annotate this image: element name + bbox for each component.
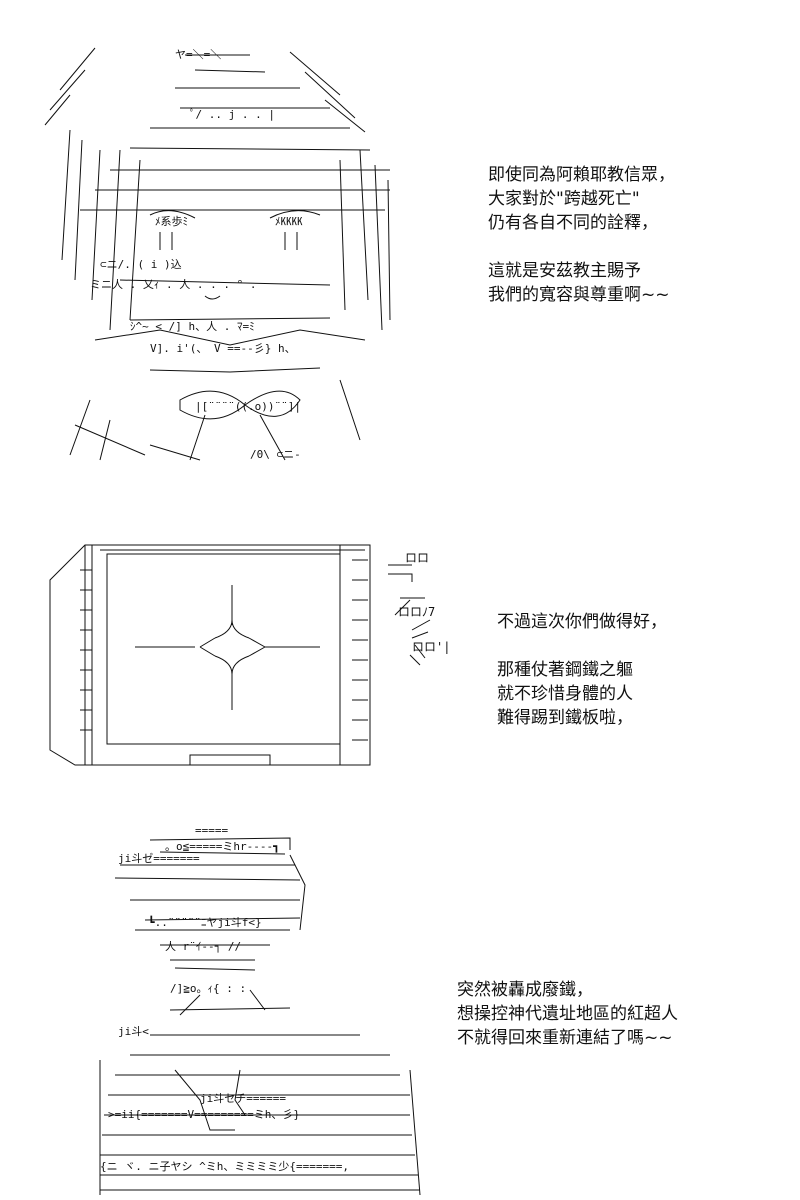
svg-text:/]≧o。ｨ{ : :: /]≧o。ｨ{ : : xyxy=(170,982,246,995)
svg-text:ロロﾉ7: ロロﾉ7 xyxy=(398,605,435,619)
ascii-art-character-hat-bow: ヤ=＼=＼ ﾟ/ .. j . . | ﾒ系歩ﾐ ﾒ㏍㏍ ⊂ニ/. ( i )込… xyxy=(0,0,420,461)
svg-text:{ニ ヾ. ニ子ヤシ ^ミh、ミミミミ少{=======,: {ニ ヾ. ニ子ヤシ ^ミh、ミミミミ少{=======, xyxy=(100,1160,349,1173)
panel-2: ロロ ロロﾉ7 ロロ'| 不過這次你們做得好， 那種仗著鋼鐵之軀 就不珍惜身體的… xyxy=(0,520,800,790)
dialogue-line: 即使同為阿賴耶教信眾， xyxy=(488,165,675,185)
svg-text:。o≦=====ミhr----┓: 。o≦=====ミhr----┓ xyxy=(165,840,280,853)
panel-1: ヤ=＼=＼ ﾟ/ .. j . . | ﾒ系歩ﾐ ﾒ㏍㏍ ⊂ニ/. ( i )込… xyxy=(0,0,800,500)
dialogue-line: 我們的寬容與尊重啊~~ xyxy=(488,285,670,305)
dialogue-line: 那種仗著鋼鐵之軀 xyxy=(497,660,633,680)
dialogue-panel-1: 即使同為阿賴耶教信眾， 大家對於"跨越死亡" 仍有各自不同的詮釋， 這就是安茲教… xyxy=(488,163,675,307)
svg-text:⊂ニ/. ( i )込: ⊂ニ/. ( i )込 xyxy=(100,258,182,271)
svg-text:/0\ ⊂ニ-: /0\ ⊂ニ- xyxy=(250,448,301,461)
dialogue-line: 不過這次你們做得好， xyxy=(497,612,667,632)
dialogue-line: 仍有各自不同的詮釋， xyxy=(488,213,658,233)
svg-text:|[¨¨¨¨((.o))¨¨]|: |[¨¨¨¨((.o))¨¨]| xyxy=(195,400,301,413)
svg-text:ミニ人 . 乂ｨ . 人 . . . ° .: ミニ人 . 乂ｨ . 人 . . . ° . xyxy=(90,278,256,291)
dialogue-line: 大家對於"跨越死亡" xyxy=(488,189,640,209)
svg-text:=====: ===== xyxy=(195,824,228,837)
svg-text:┗..¨¨¨¨¨ﾆヤji斗f<}: ┗..¨¨¨¨¨ﾆヤji斗f<} xyxy=(148,915,262,929)
svg-text:>=ii{=======V=========ミh、彡}: >=ii{=======V=========ミh、彡} xyxy=(108,1108,300,1121)
ascii-art-character-armored: ===== 。o≦=====ミhr----┓ ji斗ゼ======= ┗..¨¨… xyxy=(0,824,440,1200)
svg-text:ﾒ㏍㏍: ﾒ㏍㏍ xyxy=(275,215,303,228)
dialogue-line: 想操控神代遺址地區的紅超人 xyxy=(457,1004,678,1024)
svg-text:ji斗ゼ=======: ji斗ゼ======= xyxy=(118,852,200,865)
svg-text:ヤ=＼=＼: ヤ=＼=＼ xyxy=(175,48,221,61)
ascii-art-monitor-sparkle: ロロ ロロﾉ7 ロロ'| xyxy=(0,520,450,790)
dialogue-line: 不就得回來重新連結了嗎~~ xyxy=(457,1028,673,1048)
svg-text:ji斗セチ======: ji斗セチ====== xyxy=(200,1092,286,1105)
svg-text:ﾒ系歩ﾐ: ﾒ系歩ﾐ xyxy=(155,214,188,228)
dialogue-line xyxy=(497,634,667,658)
svg-text:ﾟ/ .. j . . |: ﾟ/ .. j . . | xyxy=(190,108,275,121)
svg-text:ji斗<: ji斗< xyxy=(118,1025,149,1038)
svg-text:V]. i'(、 V ==--彡} h、: V]. i'(、 V ==--彡} h、 xyxy=(150,342,296,355)
svg-text:ロロ: ロロ xyxy=(405,551,429,565)
dialogue-panel-3: 突然被轟成廢鐵， 想操控神代遺址地區的紅超人 不就得回來重新連結了嗎~~ xyxy=(457,978,678,1050)
dialogue-line: 就不珍惜身體的人 xyxy=(497,684,633,704)
svg-text:ロロ'|: ロロ'| xyxy=(412,640,450,654)
dialogue-line: 這就是安茲教主賜予 xyxy=(488,261,641,281)
dialogue-line: 難得踢到鐵板啦， xyxy=(497,708,633,728)
svg-text:ｼ^~ < /] h、人 . ﾏ=ﾐ: ｼ^~ < /] h、人 . ﾏ=ﾐ xyxy=(130,320,255,333)
dialogue-line: 突然被轟成廢鐵， xyxy=(457,980,593,1000)
panel-3: ===== 。o≦=====ミhr----┓ ji斗ゼ======= ┗..¨¨… xyxy=(0,810,800,1200)
dialogue-panel-2: 不過這次你們做得好， 那種仗著鋼鐵之軀 就不珍惜身體的人 難得踢到鐵板啦， xyxy=(497,610,667,730)
dialogue-line xyxy=(488,235,675,259)
svg-text:人 r¨ｲ--┐ //: 人 r¨ｲ--┐ // xyxy=(165,940,241,953)
